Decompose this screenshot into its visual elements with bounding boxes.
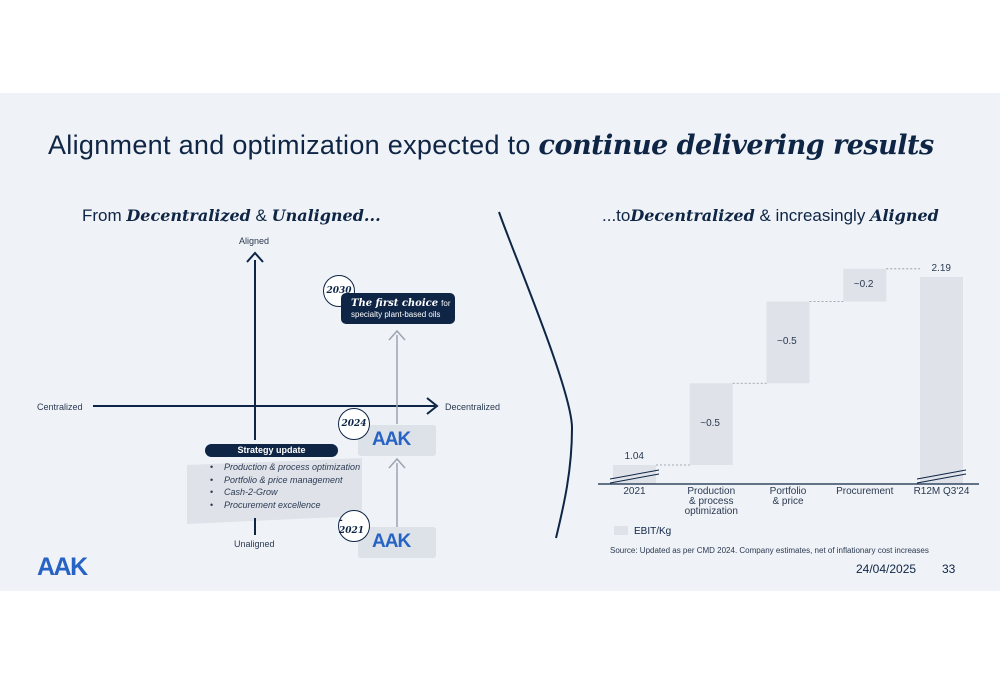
strategy-list: Production & process optimization Portfo… bbox=[210, 461, 360, 511]
axis-label-unaligned: Unaligned bbox=[234, 539, 275, 549]
progress-arrow-lower-head bbox=[388, 457, 406, 469]
page-number: 33 bbox=[942, 562, 956, 576]
data-label-portfolio: ~0.5 bbox=[777, 336, 797, 348]
category-label-procurement: Procurement bbox=[836, 486, 894, 497]
list-item: Portfolio & price management bbox=[210, 474, 360, 487]
slide-title: Alignment and optimization expected to c… bbox=[48, 130, 934, 161]
category-label-portfolio: Portfolio& price bbox=[769, 486, 807, 507]
transition-bracket bbox=[498, 211, 574, 539]
axis-break-mark bbox=[916, 469, 967, 480]
data-label-2021: 1.04 bbox=[624, 451, 644, 462]
aak-logo: AAK bbox=[37, 553, 88, 581]
progress-arrow-upper-head bbox=[388, 329, 406, 341]
strategy-update-pill: Strategy update bbox=[205, 444, 338, 457]
slide-background bbox=[0, 93, 1000, 591]
axis-break-mark bbox=[609, 473, 660, 484]
right-heading: ...toDecentralized & increasingly Aligne… bbox=[602, 206, 939, 225]
aak-box-2024 bbox=[358, 425, 436, 456]
aak-mark-2021: AAK bbox=[372, 531, 411, 552]
legend-label: EBIT/Kg bbox=[634, 526, 672, 537]
axis-label-centralized: Centralized bbox=[37, 402, 83, 412]
axis-label-decentralized: Decentralized bbox=[445, 402, 501, 412]
data-label-production: ~0.5 bbox=[700, 418, 720, 430]
data-label-r12m: 2.19 bbox=[931, 263, 951, 274]
x-axis-arrow bbox=[426, 397, 439, 415]
waterfall-bar bbox=[843, 268, 887, 302]
list-item: Cash-2-Grow bbox=[210, 486, 360, 499]
category-label-r12m: R12M Q3'24 bbox=[913, 486, 970, 497]
data-label-procurement: ~0.2 bbox=[853, 279, 874, 291]
aak-box-2021 bbox=[358, 527, 436, 558]
waterfall-chart bbox=[598, 268, 979, 485]
list-item: Production & process optimization bbox=[210, 461, 360, 474]
category-label-2021: 2021 bbox=[623, 486, 646, 497]
waterfall-bar bbox=[689, 383, 733, 465]
axis-break-mark bbox=[916, 473, 967, 484]
year-badge-2021: - 2021 bbox=[338, 510, 370, 542]
source-note: Source: Updated as per CMD 2024. Company… bbox=[610, 546, 929, 555]
axis-break-mark bbox=[609, 469, 660, 480]
legend-swatch bbox=[614, 526, 628, 535]
first-choice-box: The first choice for specialty plant-bas… bbox=[341, 293, 455, 324]
left-heading: From Decentralized & Unaligned... bbox=[82, 206, 381, 225]
waterfall-bar bbox=[766, 301, 810, 384]
y-axis-arrow bbox=[246, 251, 264, 263]
list-item: Procurement excellence bbox=[210, 499, 360, 512]
waterfall-bar bbox=[920, 277, 963, 484]
footer-date: 24/04/2025 bbox=[856, 562, 917, 576]
axis-label-aligned: Aligned bbox=[239, 236, 270, 246]
aak-mark-2024: AAK bbox=[372, 429, 411, 450]
year-badge-2024: 2024 bbox=[338, 408, 370, 440]
